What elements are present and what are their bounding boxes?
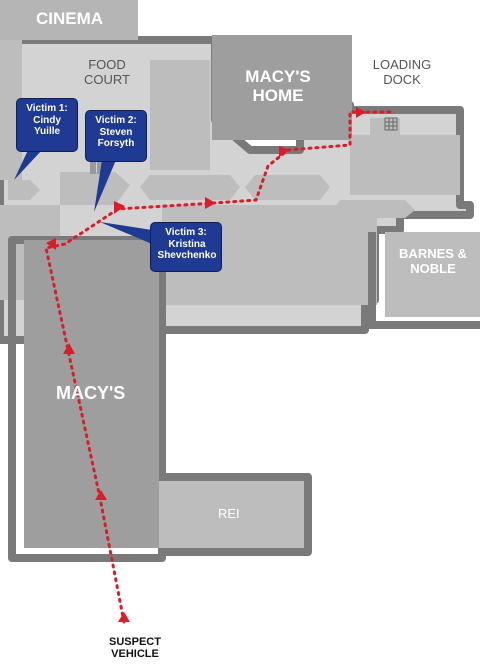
cinema-block xyxy=(0,0,138,40)
loading-dock-grid xyxy=(384,117,398,131)
route-arrow-7 xyxy=(279,146,290,157)
suspect-vehicle-label: SUSPECT VEHICLE xyxy=(109,636,161,661)
victim-1-name: Cindy Yuille xyxy=(33,114,61,138)
kiosk-1 xyxy=(90,160,96,174)
victim-3-callout: Victim 3: Kristina Shevchenko xyxy=(150,222,222,272)
victim-2-callout: Victim 2: Steven Forsyth xyxy=(85,110,147,162)
route-arrow-8 xyxy=(356,107,366,118)
victim-1-callout: Victim 1: Cindy Yuille xyxy=(16,98,78,152)
loading-dock-label: LOADING DOCK xyxy=(372,57,432,87)
barnes-noble-label: BARNES & NOBLE xyxy=(399,246,467,276)
east-store xyxy=(350,135,460,195)
macys-home-label: MACY'S HOME xyxy=(245,67,311,106)
route-arrow-1 xyxy=(118,612,130,622)
food-court-label: FOOD COURT xyxy=(84,57,130,87)
route-arrow-4 xyxy=(46,238,56,250)
rei-store xyxy=(159,481,304,548)
victim-2-pointer xyxy=(94,160,116,212)
route-arrow-3 xyxy=(63,343,75,354)
victim-1-pointer xyxy=(14,150,42,180)
victim-3-pointer xyxy=(100,222,152,244)
macys-home-store xyxy=(212,35,352,140)
cinema-label: CINEMA xyxy=(36,9,104,28)
macys-store xyxy=(24,240,159,548)
food-court-island xyxy=(60,172,130,205)
corridor-island-center xyxy=(140,175,240,200)
food-court-store xyxy=(150,60,210,170)
victim-3-label: Victim 3: xyxy=(165,227,207,238)
macys-label: MACY'S xyxy=(56,383,126,403)
cinema-gap xyxy=(140,0,180,10)
victim-3-name: Kristina Shevchenko xyxy=(157,238,217,262)
victim-2-name: Steven Forsyth xyxy=(97,126,135,150)
route-arrow-6 xyxy=(205,197,216,209)
barnes-noble-store xyxy=(385,232,480,317)
route-arrow-5 xyxy=(114,201,125,214)
rei-outline xyxy=(159,473,312,556)
victim-2-label: Victim 2: xyxy=(95,115,137,126)
top-right-white xyxy=(180,0,480,35)
corridor-island-east xyxy=(245,175,330,200)
victim-1-label: Victim 1: xyxy=(26,103,68,114)
corridor-left xyxy=(25,205,60,240)
rei-label: REI xyxy=(218,506,240,521)
corridor-island-west xyxy=(8,180,40,200)
kiosk-2 xyxy=(97,160,103,174)
route-arrow-2 xyxy=(95,490,107,500)
